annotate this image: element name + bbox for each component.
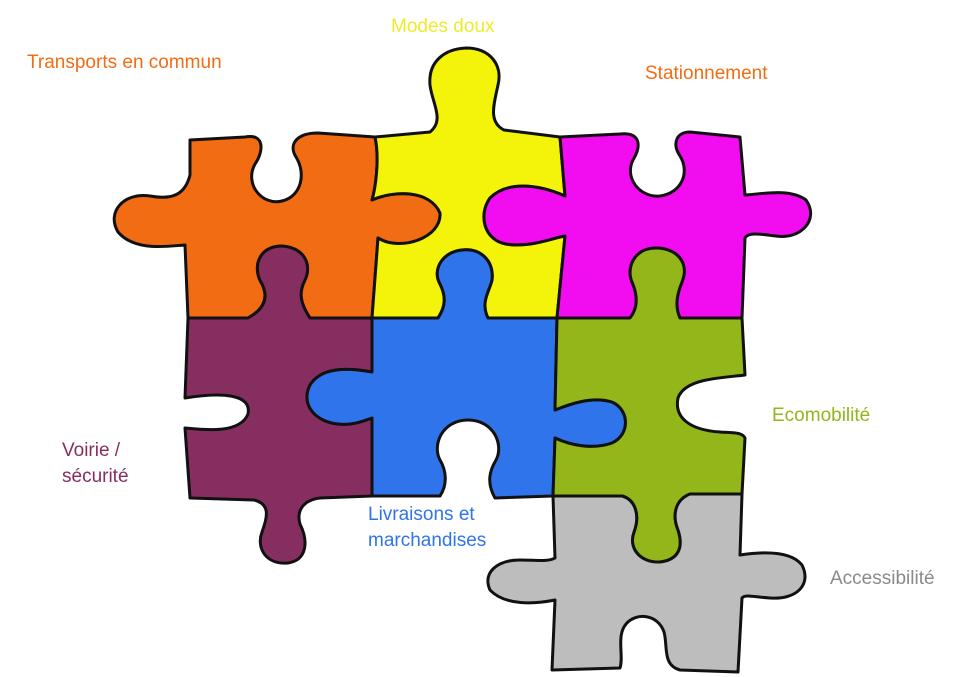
label-ecomobilite: Ecomobilité [772, 405, 870, 426]
label-modes-doux: Modes doux [391, 16, 495, 37]
piece-ecomobilite [551, 246, 747, 564]
label-stationnement: Stationnement [645, 63, 768, 84]
label-transports-en-commun: Transports en commun [27, 52, 222, 73]
label-livraisons: Livraisons et marchandises [368, 504, 486, 551]
piece-accessibilite [486, 492, 807, 674]
piece-livraisons [305, 248, 627, 500]
label-accessibilite: Accessibilité [830, 568, 935, 589]
label-voirie-securite: Voirie / sécurité [62, 440, 129, 487]
